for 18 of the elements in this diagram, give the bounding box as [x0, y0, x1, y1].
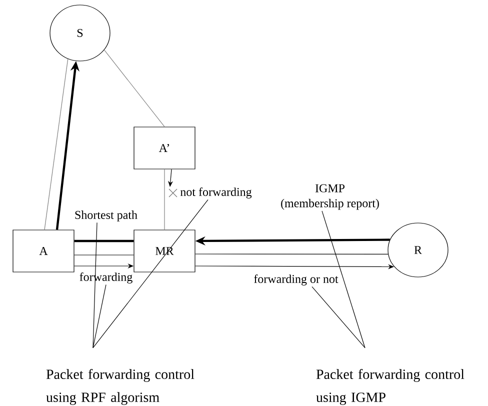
leader-line: [92, 199, 208, 348]
connector-line: [74, 240, 134, 242]
connector-line: [104, 50, 165, 127]
annotation-text: forwarding or not: [254, 274, 338, 286]
leader-line: [92, 222, 98, 348]
router-box: A: [12, 230, 74, 272]
connector-line: [44, 58, 68, 230]
annotation-text: IGMP (membership report): [281, 184, 379, 210]
annotation-text: not forwarding: [180, 187, 252, 198]
annotation-text: Shortest path: [75, 210, 138, 222]
connector-line: [74, 254, 134, 256]
caption-text: Packet forwarding control using IGMP: [316, 369, 464, 405]
leader-line: [322, 210, 366, 348]
caption-text: Packet forwarding control using RPF algorism: [46, 369, 194, 405]
router-box: A’: [134, 126, 196, 170]
leader-line: [92, 284, 106, 348]
connector-line: [164, 169, 165, 230]
leader-line: [312, 286, 366, 348]
